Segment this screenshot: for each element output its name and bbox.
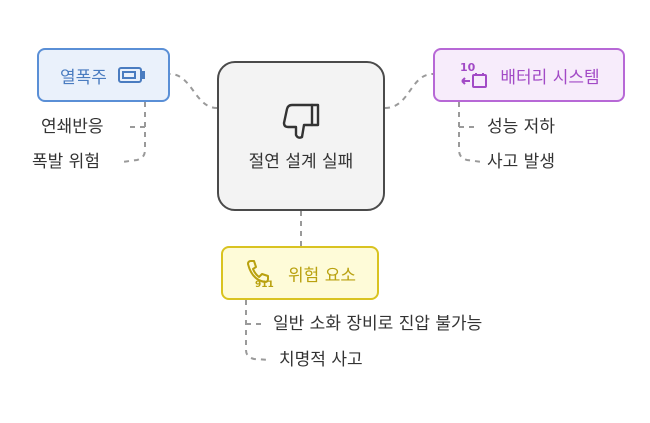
node-battery-system: 10 배터리 시스템 [433,48,625,102]
right-item-performance-drop: 성능 저하 [487,117,555,137]
node-battery-system-label: 배터리 시스템 [500,67,600,88]
node-risk-factors-label: 위험 요소 [288,265,356,286]
left-item-explosion-risk: 폭발 위험 [32,152,100,172]
emergency-phone-icon: 911 [244,258,278,288]
node-risk-factors: 911 위험 요소 [221,246,379,300]
left-item-chain-reaction: 연쇄반응 [41,117,104,137]
bottom-item-fatal-accident: 치명적 사고 [279,350,363,370]
central-node: 절연 설계 실패 [217,61,385,211]
bottom-item-unextinguishable: 일반 소화 장비로 진압 불가능 [273,314,483,334]
connector-central-right [384,73,434,109]
thumbs-down-icon [278,99,324,145]
connector-right-items [458,102,483,163]
battery-system-icon: 10 [458,59,490,91]
connector-bottom-items [245,300,271,361]
emergency-phone-icon-text: 911 [255,280,274,288]
node-thermal-runaway: 열폭주 [37,48,170,102]
connector-left-items [121,102,146,163]
right-item-accident: 사고 발생 [487,152,555,172]
connector-central-left [169,73,218,109]
battery-system-icon-text: 10 [460,61,476,74]
battery-icon [117,65,147,85]
central-label: 절연 설계 실패 [248,152,354,172]
node-thermal-runaway-label: 열폭주 [60,67,107,88]
